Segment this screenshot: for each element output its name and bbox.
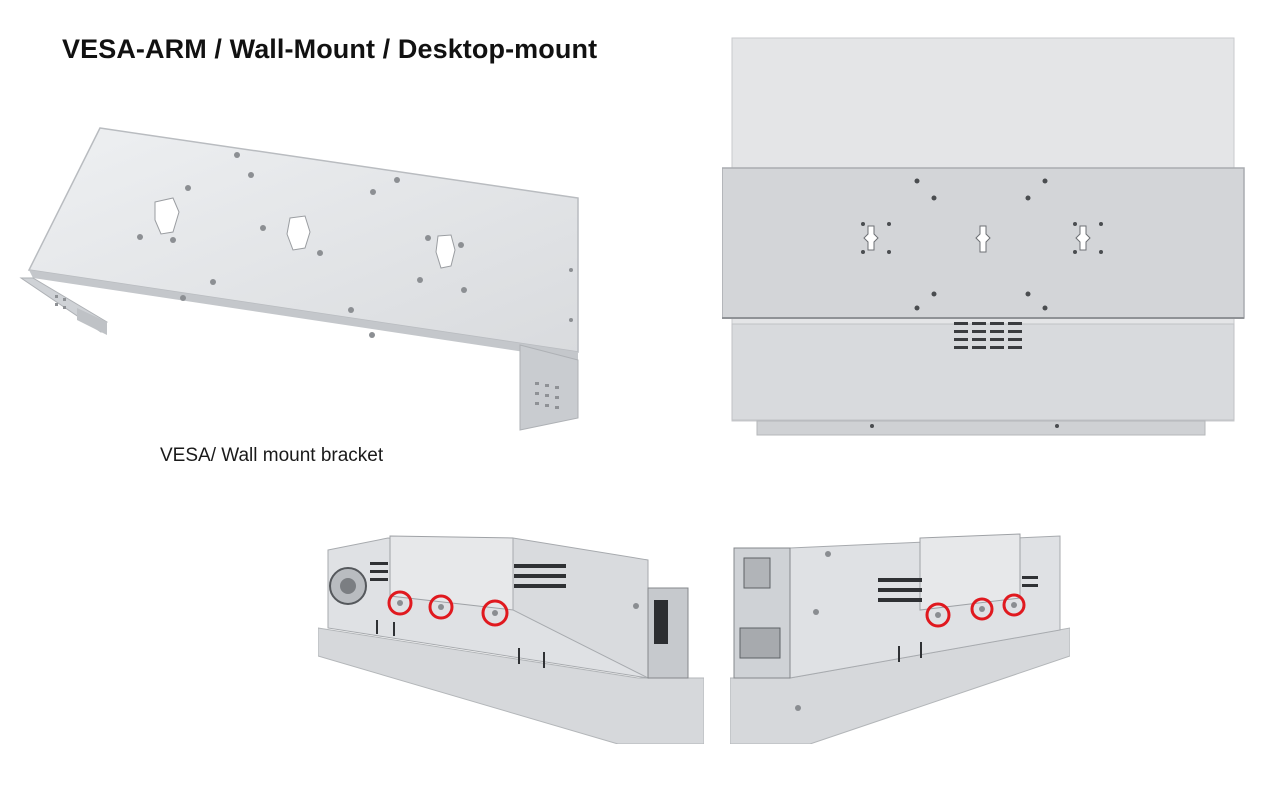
page-title: VESA-ARM / Wall-Mount / Desktop-mount [62, 34, 598, 64]
vesa-wall-mount-bracket-photo [19, 127, 579, 431]
left-side-screw-points-photo [318, 535, 704, 744]
bracket-caption: VESA/ Wall mount bracket [160, 445, 384, 466]
right-side-screw-points-photo [730, 533, 1070, 744]
panel-back-with-bracket-photo [722, 37, 1245, 436]
